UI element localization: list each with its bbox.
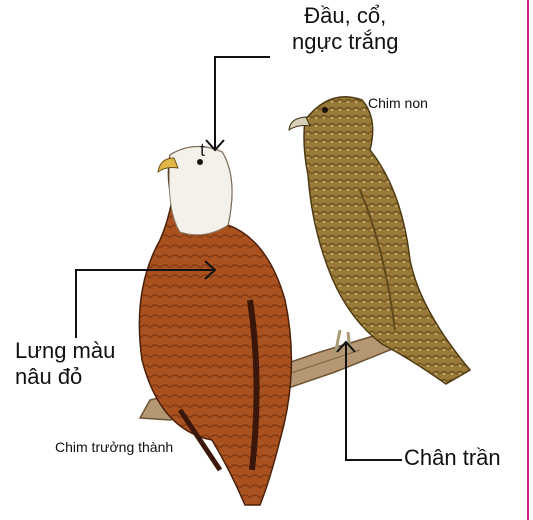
juvenile-eagle bbox=[289, 97, 470, 384]
label-juvenile: Chim non bbox=[368, 95, 428, 112]
label-back-color: Lưng màu nâu đỏ bbox=[15, 338, 115, 391]
label-head-neck-chest-line1: Đầu, cổ, bbox=[292, 3, 398, 29]
leader-head bbox=[215, 57, 270, 150]
frame-accent-line bbox=[527, 0, 529, 520]
label-head-neck-chest-line2: ngực trắng bbox=[292, 29, 398, 55]
label-adult: Chim trưởng thành bbox=[55, 439, 173, 456]
stray-text-fragment: t bbox=[200, 140, 205, 161]
label-back-color-line2: nâu đỏ bbox=[15, 364, 115, 390]
label-head-neck-chest: Đầu, cổ, ngực trắng bbox=[292, 3, 398, 56]
label-back-color-line1: Lưng màu bbox=[15, 338, 115, 364]
label-bare-legs: Chân trần bbox=[404, 445, 501, 471]
